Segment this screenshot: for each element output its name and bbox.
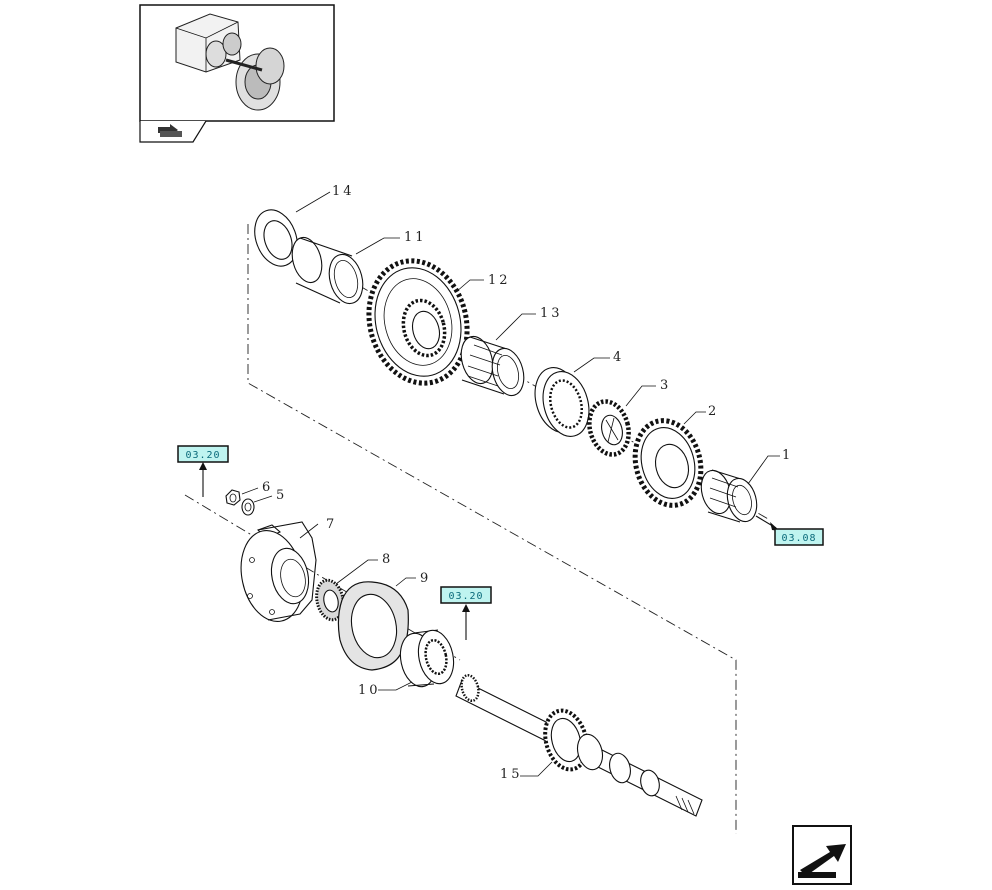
part-7-flange-housing[interactable] [233, 521, 317, 627]
part-1-needle-bearing[interactable] [697, 467, 761, 525]
part-6-nut[interactable] [225, 489, 241, 506]
part-13-needle-roller[interactable] [456, 333, 528, 399]
reference-label: 03.08 [781, 533, 816, 544]
reference-label: 03.20 [185, 450, 220, 461]
callout-12: 12 [488, 273, 511, 288]
part-4-synchro-ring[interactable] [528, 362, 596, 441]
part-2-gear[interactable] [626, 413, 710, 513]
reference-box-0320-middle[interactable]: 03.20 [440, 586, 492, 604]
callout-13: 13 [540, 306, 563, 321]
callout-7: 7 [326, 517, 337, 532]
callout-8: 8 [382, 552, 393, 567]
leader-lines [241, 191, 780, 777]
part-15-main-shaft[interactable] [455, 673, 703, 817]
callout-5: 5 [276, 488, 287, 503]
part-11-sleeve[interactable] [288, 234, 368, 307]
callout-14: 14 [332, 184, 355, 199]
part-14-seal-ring[interactable] [247, 204, 304, 272]
part-9-gasket[interactable] [337, 581, 409, 671]
part-3-small-gear[interactable] [584, 397, 635, 459]
callout-3: 3 [660, 378, 671, 393]
callout-9: 9 [420, 571, 431, 586]
reference-box-0308[interactable]: 03.08 [774, 528, 824, 546]
part-8-knurled-ring[interactable] [313, 578, 347, 623]
gearbox-assembly-thumbnail-icon [175, 13, 285, 111]
part-12-large-gear[interactable] [356, 250, 481, 395]
reference-label: 03.20 [448, 591, 483, 602]
assembly-thumbnail[interactable] [139, 4, 335, 143]
group-outline-upper [247, 224, 737, 834]
reference-box-0320-top[interactable]: 03.20 [177, 445, 229, 463]
callout-11: 11 [404, 230, 427, 245]
callout-2: 2 [708, 404, 719, 419]
part-10-ball-bearing[interactable] [396, 627, 458, 690]
callout-15: 15 [500, 767, 523, 782]
part-5-washer[interactable] [241, 498, 255, 516]
callout-6: 6 [262, 480, 273, 495]
callout-10: 10 [358, 683, 381, 698]
callout-4: 4 [613, 350, 624, 365]
next-page-arrow-icon[interactable] [792, 825, 852, 885]
transmission-arrow-icon[interactable] [158, 124, 182, 137]
callout-1: 1 [782, 448, 793, 463]
